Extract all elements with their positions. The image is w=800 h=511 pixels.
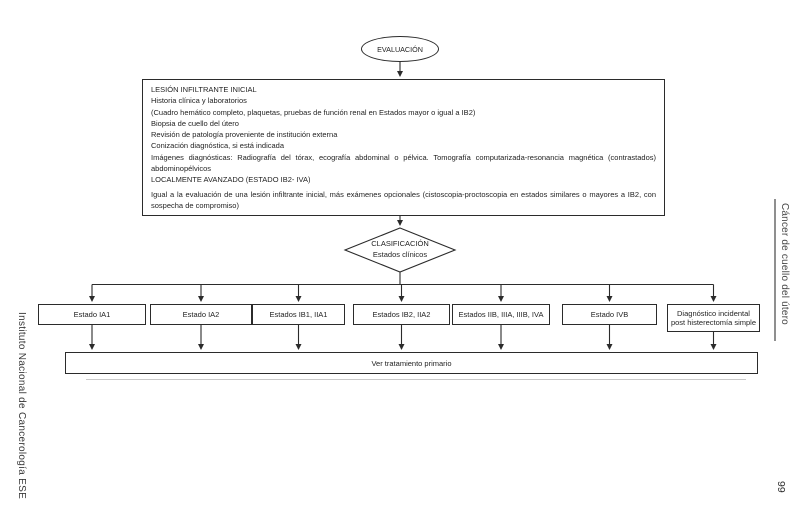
decision-subtitle: Estados clínicos bbox=[372, 250, 428, 259]
start-node-label: EVALUACIÓN bbox=[377, 44, 423, 54]
stage-box-estados-ib1-iia1: Estados IB1, IIA1 bbox=[252, 304, 345, 325]
evaluation-line: Biopsia de cuello del útero bbox=[151, 118, 239, 128]
decision-diamond-shape bbox=[343, 227, 457, 273]
stage-box-estados-iib-iiia-iiib-iva: Estados IIB, IIIA, IIIB, IVA bbox=[452, 304, 550, 325]
outcome-box: Ver tratamiento primario bbox=[65, 352, 758, 374]
evaluation-box: LESIÓN INFILTRANTE INICIAL Historia clín… bbox=[142, 79, 665, 216]
right-margin-vertical-text: Cáncer de cuello del útero bbox=[779, 203, 790, 325]
stage-box-diagnostico-incidental: Diagnóstico incidental post histerectomí… bbox=[667, 304, 760, 332]
evaluation-line: (Cuadro hemático completo, plaquetas, pr… bbox=[151, 107, 476, 117]
evaluation-line: Historia clínica y laboratorios bbox=[151, 96, 247, 106]
outcome-label: Ver tratamiento primario bbox=[371, 358, 452, 368]
margin-rule bbox=[774, 199, 776, 341]
stage-box-estados-ib2-iia2: Estados IB2, IIA2 bbox=[353, 304, 450, 325]
evaluation-line: Igual a la evaluación de una lesión infi… bbox=[151, 189, 656, 210]
evaluation-line: Imágenes diagnósticas: Radiografía del t… bbox=[151, 152, 656, 174]
page-number: 99 bbox=[775, 481, 787, 493]
decision-node: CLASIFICACIÓN Estados clínicos bbox=[345, 238, 455, 260]
evaluation-section-title: LOCALMENTE AVANZADO (ESTADO IB2- IVA) bbox=[151, 175, 311, 185]
evaluation-line: Revisión de patología proveniente de ins… bbox=[151, 130, 338, 140]
start-node: EVALUACIÓN bbox=[361, 36, 439, 62]
evaluation-section-title: LESIÓN INFILTRANTE INICIAL bbox=[151, 85, 257, 94]
decision-title: CLASIFICACIÓN bbox=[371, 239, 429, 248]
scan-shadow-line bbox=[86, 379, 746, 380]
left-margin-vertical-text: Instituto Nacional de Cancerología ESE bbox=[16, 312, 27, 500]
stage-box-estado-ivb: Estado IVB bbox=[562, 304, 657, 325]
stage-box-estado-ia1: Estado IA1 bbox=[38, 304, 146, 325]
stage-box-estado-ia2: Estado IA2 bbox=[150, 304, 252, 325]
evaluation-line: Conización diagnóstica, si está indicada bbox=[151, 141, 284, 151]
